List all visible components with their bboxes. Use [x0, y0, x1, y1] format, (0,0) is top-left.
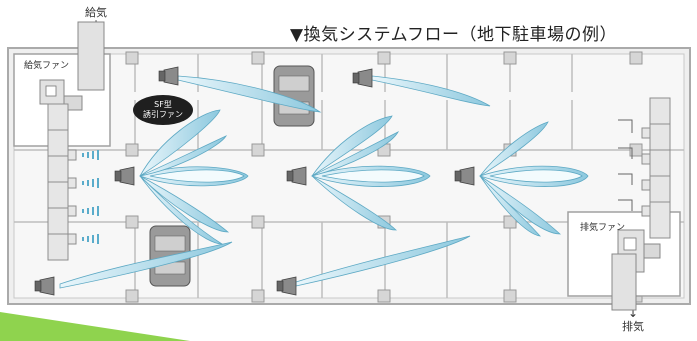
supply-duct	[47, 103, 77, 261]
exhaust-duct	[641, 97, 671, 239]
airflow-plumes	[59, 75, 589, 289]
exhaust-air-label: ↓ 排気	[608, 306, 658, 334]
supply-airflow-marks	[82, 150, 99, 244]
parking-dividers-bottom	[134, 222, 511, 298]
exhaust-fan-room	[567, 211, 681, 311]
supply-fan-label: 給気ファン	[24, 61, 70, 71]
exhaust-fan-label: 排気ファン	[580, 223, 626, 233]
induction-fan-badge: SF型 誘引ファン	[133, 95, 193, 125]
arrow-down-icon: ↓	[627, 306, 639, 320]
diagram-title: ▼換気システムフロー（地下駐車場の例）	[290, 25, 618, 45]
green-accent	[0, 312, 190, 341]
exhaust-intake-marks	[618, 119, 633, 211]
